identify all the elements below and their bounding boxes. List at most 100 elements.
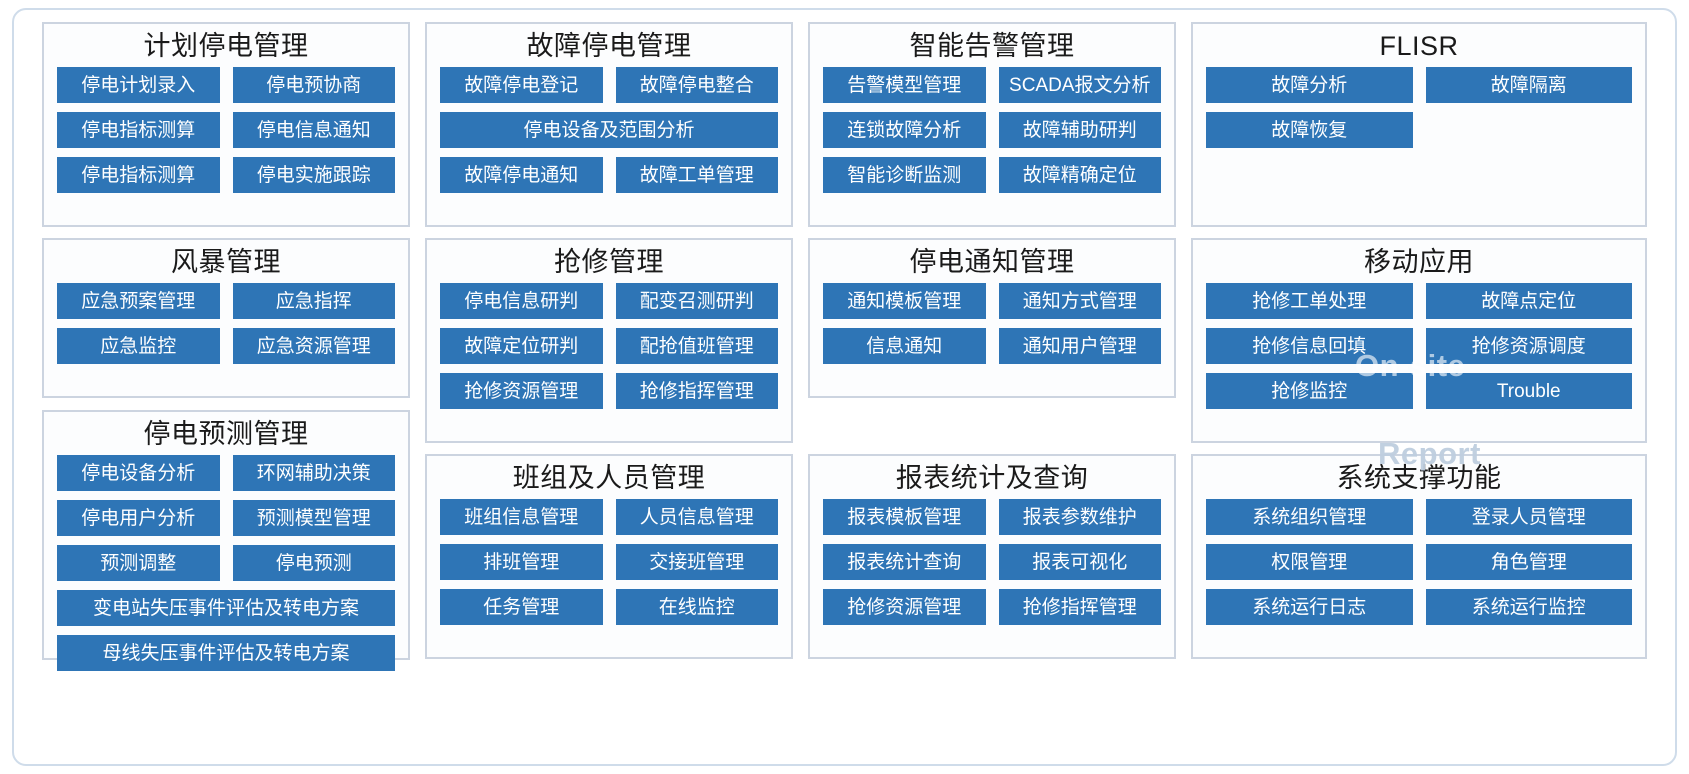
module-button[interactable]: 信息通知: [823, 328, 986, 365]
panel-title-outage-forecast-management: 停电预测管理: [143, 419, 309, 449]
module-button[interactable]: 故障辅助研判: [998, 112, 1161, 149]
module-button[interactable]: 预测模型管理: [232, 500, 395, 537]
module-button[interactable]: 故障定位研判: [440, 328, 603, 365]
button-grid-outage-forecast-management: 停电设备分析环网辅助决策停电用户分析预测模型管理预测调整停电预测变电站失压事件评…: [44, 455, 408, 681]
module-button[interactable]: 应急资源管理: [232, 328, 395, 365]
module-button[interactable]: 报表参数维护: [998, 499, 1161, 536]
module-button[interactable]: 抢修指挥管理: [998, 589, 1161, 626]
module-button[interactable]: 任务管理: [440, 589, 603, 626]
module-button[interactable]: 系统组织管理: [1206, 499, 1413, 536]
module-button[interactable]: 班组信息管理: [440, 499, 603, 536]
panel-title-system-support-functions: 系统支撑功能: [1336, 463, 1502, 493]
module-button[interactable]: 停电预测: [232, 545, 395, 582]
module-button[interactable]: 通知方式管理: [998, 283, 1161, 320]
panel-outage-forecast-management: 停电预测管理停电设备分析环网辅助决策停电用户分析预测模型管理预测调整停电预测变电…: [42, 410, 410, 672]
button-grid-emergency-repair-management: 停电信息研判配变召测研判故障定位研判配抢值班管理抢修资源管理抢修指挥管理: [427, 283, 791, 419]
module-button[interactable]: 登录人员管理: [1425, 499, 1632, 536]
module-button[interactable]: 变电站失压事件评估及转电方案: [57, 590, 395, 627]
module-button[interactable]: 交接班管理: [615, 544, 778, 581]
panel-title-team-and-personnel-management: 班组及人员管理: [512, 463, 706, 493]
module-button[interactable]: 母线失压事件评估及转电方案: [57, 635, 395, 672]
module-button[interactable]: 系统运行日志: [1206, 589, 1413, 626]
module-button[interactable]: 抢修资源管理: [440, 373, 603, 410]
module-button[interactable]: 角色管理: [1425, 544, 1632, 581]
module-button[interactable]: 停电设备及范围分析: [440, 112, 778, 149]
module-button[interactable]: 停电指标测算: [57, 112, 220, 149]
panel-title-fault-outage-management: 故障停电管理: [526, 31, 692, 61]
module-button[interactable]: 故障点定位: [1425, 283, 1632, 320]
panel-team-and-personnel-management: 班组及人员管理班组信息管理人员信息管理排班管理交接班管理任务管理在线监控: [425, 454, 793, 659]
panel-title-mobile-application: 移动应用: [1364, 247, 1474, 277]
panel-intelligent-alarm-management: 智能告警管理告警模型管理 SCADA报文分析连锁故障分析故障辅助研判智能诊断监测故…: [808, 22, 1176, 227]
module-button[interactable]: 停电预协商: [232, 67, 395, 104]
module-button[interactable]: 停电信息研判: [440, 283, 603, 320]
panel-report-statistics-and-query: 报表统计及查询报表模板管理报表参数维护报表统计查询报表可视化抢修资源管理抢修指挥…: [808, 454, 1176, 659]
panel-fault-outage-management: 故障停电管理故障停电登记故障停电整合停电设备及范围分析故障停电通知故障工单管理: [425, 22, 793, 227]
module-button[interactable]: 报表统计查询: [823, 544, 986, 581]
panel-storm-management: 风暴管理应急预案管理应急指挥应急监控应急资源管理: [42, 238, 410, 398]
module-button[interactable]: 故障停电登记: [440, 67, 603, 104]
button-grid-storm-management: 应急预案管理应急指挥应急监控应急资源管理: [44, 283, 408, 374]
module-button[interactable]: 排班管理: [440, 544, 603, 581]
panel-title-intelligent-alarm-management: 智能告警管理: [909, 31, 1075, 61]
panel-title-emergency-repair-management: 抢修管理: [554, 247, 664, 277]
module-button[interactable]: 连锁故障分析: [823, 112, 986, 149]
module-button[interactable]: 在线监控: [615, 589, 778, 626]
module-button[interactable]: 停电实施跟踪: [232, 157, 395, 194]
module-button[interactable]: 抢修资源管理: [823, 589, 986, 626]
module-button[interactable]: 通知用户管理: [998, 328, 1161, 365]
module-button[interactable]: 抢修信息回填: [1206, 328, 1413, 365]
module-button[interactable]: 故障工单管理: [615, 157, 778, 194]
panel-title-planned-outage-management: 计划停电管理: [143, 31, 309, 61]
module-button[interactable]: 故障停电通知: [440, 157, 603, 194]
button-grid-outage-notification-management: 通知模板管理通知方式管理信息通知通知用户管理: [810, 283, 1174, 374]
panel-planned-outage-management: 计划停电管理停电计划录入停电预协商停电指标测算停电信息通知停电指标测算停电实施跟…: [42, 22, 410, 227]
module-button[interactable]: 应急预案管理: [57, 283, 220, 320]
button-grid-flisr: 故障分析故障隔离故障恢复: [1193, 67, 1645, 158]
module-button[interactable]: 停电信息通知: [232, 112, 395, 149]
panel-title-storm-management: 风暴管理: [171, 247, 281, 277]
button-grid-team-and-personnel-management: 班组信息管理人员信息管理排班管理交接班管理任务管理在线监控: [427, 499, 791, 635]
module-button[interactable]: 抢修资源调度: [1425, 328, 1632, 365]
button-grid-system-support-functions: 系统组织管理登录人员管理权限管理角色管理系统运行日志系统运行监控: [1193, 499, 1645, 635]
module-button[interactable]: 故障精确定位: [998, 157, 1161, 194]
module-button[interactable]: 通知模板管理: [823, 283, 986, 320]
module-button[interactable]: 抢修工单处理: [1206, 283, 1413, 320]
module-button[interactable]: 故障分析: [1206, 67, 1413, 104]
panel-system-support-functions: 系统支撑功能系统组织管理登录人员管理权限管理角色管理系统运行日志系统运行监控: [1191, 454, 1647, 659]
panel-outage-notification-management: 停电通知管理通知模板管理通知方式管理信息通知通知用户管理: [808, 238, 1176, 398]
button-grid-report-statistics-and-query: 报表模板管理报表参数维护报表统计查询报表可视化抢修资源管理抢修指挥管理: [810, 499, 1174, 635]
module-button[interactable]: 权限管理: [1206, 544, 1413, 581]
module-button[interactable]: 配变召测研判: [615, 283, 778, 320]
module-button[interactable]: 报表模板管理: [823, 499, 986, 536]
panel-grid: 计划停电管理停电计划录入停电预协商停电指标测算停电信息通知停电指标测算停电实施跟…: [42, 22, 1647, 752]
module-button[interactable]: 应急指挥: [232, 283, 395, 320]
module-button[interactable]: 停电计划录入: [57, 67, 220, 104]
module-button[interactable]: 停电指标测算: [57, 157, 220, 194]
module-button[interactable]: 环网辅助决策: [232, 455, 395, 492]
module-button[interactable]: 停电设备分析: [57, 455, 220, 492]
module-button[interactable]: 抢修指挥管理: [615, 373, 778, 410]
module-button[interactable]: 故障恢复: [1206, 112, 1413, 149]
button-grid-planned-outage-management: 停电计划录入停电预协商停电指标测算停电信息通知停电指标测算停电实施跟踪: [44, 67, 408, 203]
module-button[interactable]: 告警模型管理: [823, 67, 986, 104]
module-button[interactable]: 智能诊断监测: [823, 157, 986, 194]
panel-emergency-repair-management: 抢修管理停电信息研判配变召测研判故障定位研判配抢值班管理抢修资源管理抢修指挥管理: [425, 238, 793, 443]
button-grid-mobile-application: 抢修工单处理故障点定位抢修信息回填抢修资源调度抢修监控 Trouble: [1193, 283, 1645, 419]
panel-title-report-statistics-and-query: 报表统计及查询: [895, 463, 1089, 493]
module-button[interactable]: 故障停电整合: [615, 67, 778, 104]
module-button[interactable]: 预测调整: [57, 545, 220, 582]
module-button[interactable]: 应急监控: [57, 328, 220, 365]
module-button[interactable]: SCADA报文分析: [998, 67, 1161, 104]
module-button[interactable]: Trouble: [1425, 373, 1632, 410]
module-button[interactable]: 抢修监控: [1206, 373, 1413, 410]
button-grid-intelligent-alarm-management: 告警模型管理 SCADA报文分析连锁故障分析故障辅助研判智能诊断监测故障精确定位: [810, 67, 1174, 203]
module-button[interactable]: 停电用户分析: [57, 500, 220, 537]
module-button[interactable]: 人员信息管理: [615, 499, 778, 536]
module-button[interactable]: 配抢值班管理: [615, 328, 778, 365]
module-button[interactable]: 故障隔离: [1425, 67, 1632, 104]
module-button[interactable]: 系统运行监控: [1425, 589, 1632, 626]
module-button[interactable]: 报表可视化: [998, 544, 1161, 581]
